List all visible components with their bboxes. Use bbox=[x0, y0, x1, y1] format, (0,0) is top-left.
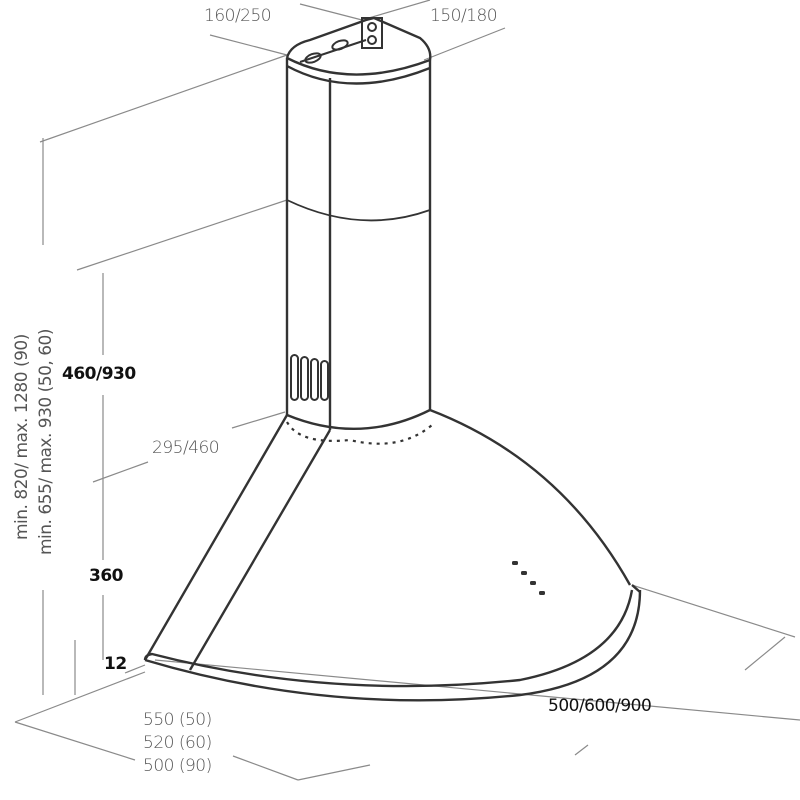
chimney bbox=[285, 16, 432, 430]
depth-options: 550 (50) 520 (60) 500 (90) bbox=[143, 712, 212, 775]
control-buttons bbox=[512, 561, 545, 595]
chimney-width-label: 150/180 bbox=[430, 6, 498, 26]
depth-option: 520 (60) bbox=[143, 733, 212, 753]
canopy-height-label: 360 bbox=[89, 566, 124, 586]
chimney-height-label: 460/930 bbox=[62, 364, 136, 384]
total-height-range-2-label: min. 655/ max. 930 (50, 60) bbox=[36, 329, 56, 555]
width-options-label: 500/600/900 bbox=[548, 696, 652, 716]
chimney-depth-label: 160/250 bbox=[204, 6, 272, 26]
dimension-lines bbox=[14, 0, 800, 781]
vent-grille-icon bbox=[290, 354, 329, 401]
chimney-base-depth-label: 295/460 bbox=[152, 438, 220, 458]
total-height-range-1-label: min. 820/ max. 1280 (90) bbox=[12, 334, 32, 540]
depth-option: 550 (50) bbox=[143, 710, 212, 730]
depth-option: 500 (90) bbox=[143, 756, 212, 776]
canopy bbox=[143, 408, 642, 702]
rim-thickness-label: 12 bbox=[104, 654, 127, 674]
